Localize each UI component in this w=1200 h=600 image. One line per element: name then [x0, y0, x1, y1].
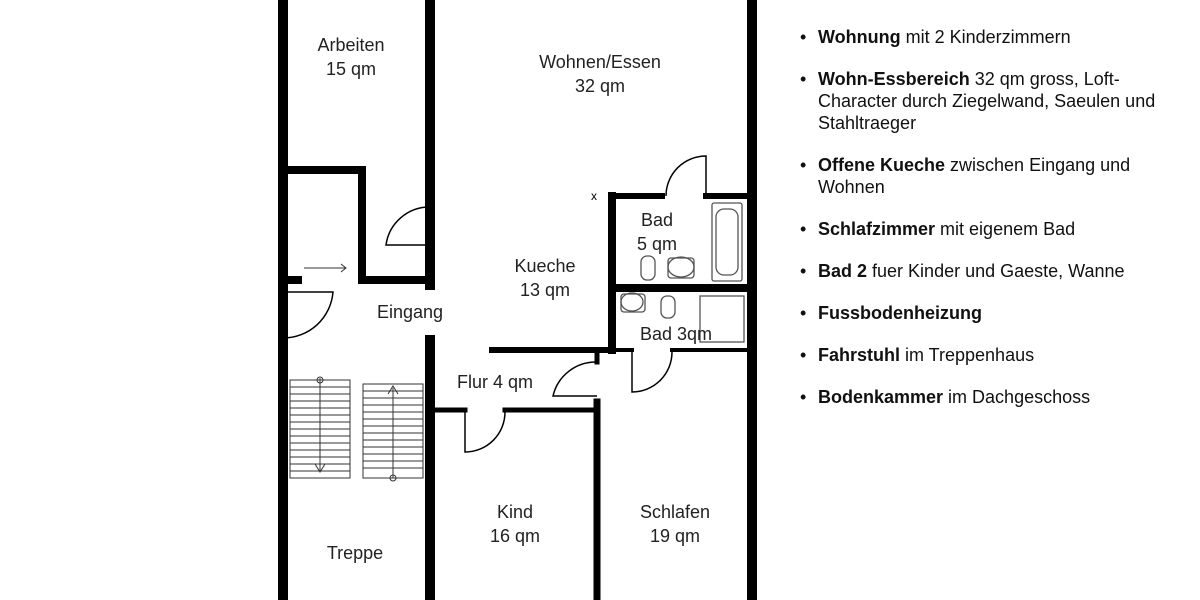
room-eingang: Eingang: [360, 300, 460, 324]
feature-list: Wohnung mit 2 Kinderzimmern Wohn-Essbere…: [800, 26, 1190, 428]
stairs: [289, 376, 424, 482]
room-name: Bad 3qm: [639, 324, 713, 344]
column-mark: x: [591, 189, 597, 203]
feature-title: Offene Kueche: [818, 155, 946, 175]
room-name: Kind: [496, 502, 534, 522]
feature-text: mit eigenem Bad: [935, 219, 1076, 239]
washbasin: [667, 256, 695, 278]
room-arbeiten: Arbeiten 15 qm: [295, 33, 407, 81]
room-name: Flur 4 qm: [456, 372, 534, 392]
room-name: Bad: [640, 210, 674, 230]
room-area: 16 qm: [489, 526, 541, 546]
room-name: Wohnen/Essen: [539, 52, 661, 72]
feature-title: Wohn-Essbereich: [818, 69, 970, 89]
walls: [278, 0, 757, 600]
feature-item: Wohn-Essbereich 32 qm gross, Loft-Charac…: [800, 68, 1190, 134]
room-bad2: Bad 3qm: [626, 322, 726, 346]
feature-title: Bad 2: [818, 261, 868, 281]
room-flur: Flur 4 qm: [440, 370, 550, 394]
room-name: Schlafen: [639, 502, 711, 522]
room-area: 19 qm: [649, 526, 701, 546]
room-area: 13 qm: [519, 280, 571, 300]
room-name: Treppe: [326, 543, 384, 563]
feature-item: Schlafzimmer mit eigenem Bad: [800, 218, 1190, 240]
room-area: 15 qm: [325, 59, 377, 79]
room-area: 32 qm: [574, 76, 626, 96]
room-name: Eingang: [376, 302, 444, 322]
washbasin-2: [620, 292, 644, 312]
room-kind: Kind 16 qm: [470, 500, 560, 548]
feature-text: im Treppenhaus: [900, 345, 1035, 365]
feature-item: Fussbodenheizung: [800, 302, 1190, 324]
room-wohnen: Wohnen/Essen 32 qm: [510, 50, 690, 98]
door-arbeiten: [385, 206, 431, 246]
bath-fixtures: [620, 202, 745, 343]
room-name: Arbeiten: [317, 35, 385, 55]
feature-title: Bodenkammer: [818, 387, 944, 407]
feature-item: Bodenkammer im Dachgeschoss: [800, 386, 1190, 408]
room-kueche: Kueche 13 qm: [490, 254, 600, 302]
feature-title: Fahrstuhl: [818, 345, 901, 365]
door-schlafen: [552, 361, 598, 397]
room-name: Kueche: [514, 256, 576, 276]
feature-text: zwischen Eingang und Wohnen: [818, 155, 1131, 197]
doors: [282, 155, 707, 453]
room-treppe: Treppe: [305, 541, 405, 565]
bathtub: [711, 202, 743, 282]
door-bad2: [631, 350, 673, 393]
feature-item: Wohnung mit 2 Kinderzimmern: [800, 26, 1190, 48]
entry-arrow: [304, 263, 347, 273]
toilet-2: [660, 295, 676, 319]
room-bad1: Bad 5 qm: [620, 208, 694, 256]
toilet: [640, 255, 656, 281]
room-schlafen: Schlafen 19 qm: [620, 500, 730, 548]
door-entrance: [282, 291, 334, 339]
feature-item: Fahrstuhl im Treppenhaus: [800, 344, 1190, 366]
feature-text: 32 qm gross, Loft-Character durch Ziegel…: [818, 69, 1156, 133]
feature-item: Offene Kueche zwischen Eingang und Wohne…: [800, 154, 1190, 198]
feature-item: Bad 2 fuer Kinder und Gaeste, Wanne: [800, 260, 1190, 282]
room-area: 5 qm: [636, 234, 678, 254]
feature-title: Fussbodenheizung: [818, 303, 982, 323]
door-kind: [464, 410, 506, 453]
shower: [699, 295, 745, 343]
door-bad1: [665, 155, 707, 197]
feature-title: Wohnung: [818, 27, 901, 47]
feature-text: mit 2 Kinderzimmern: [900, 27, 1071, 47]
feature-title: Schlafzimmer: [818, 219, 936, 239]
feature-text: fuer Kinder und Gaeste, Wanne: [867, 261, 1125, 281]
feature-text: im Dachgeschoss: [943, 387, 1091, 407]
